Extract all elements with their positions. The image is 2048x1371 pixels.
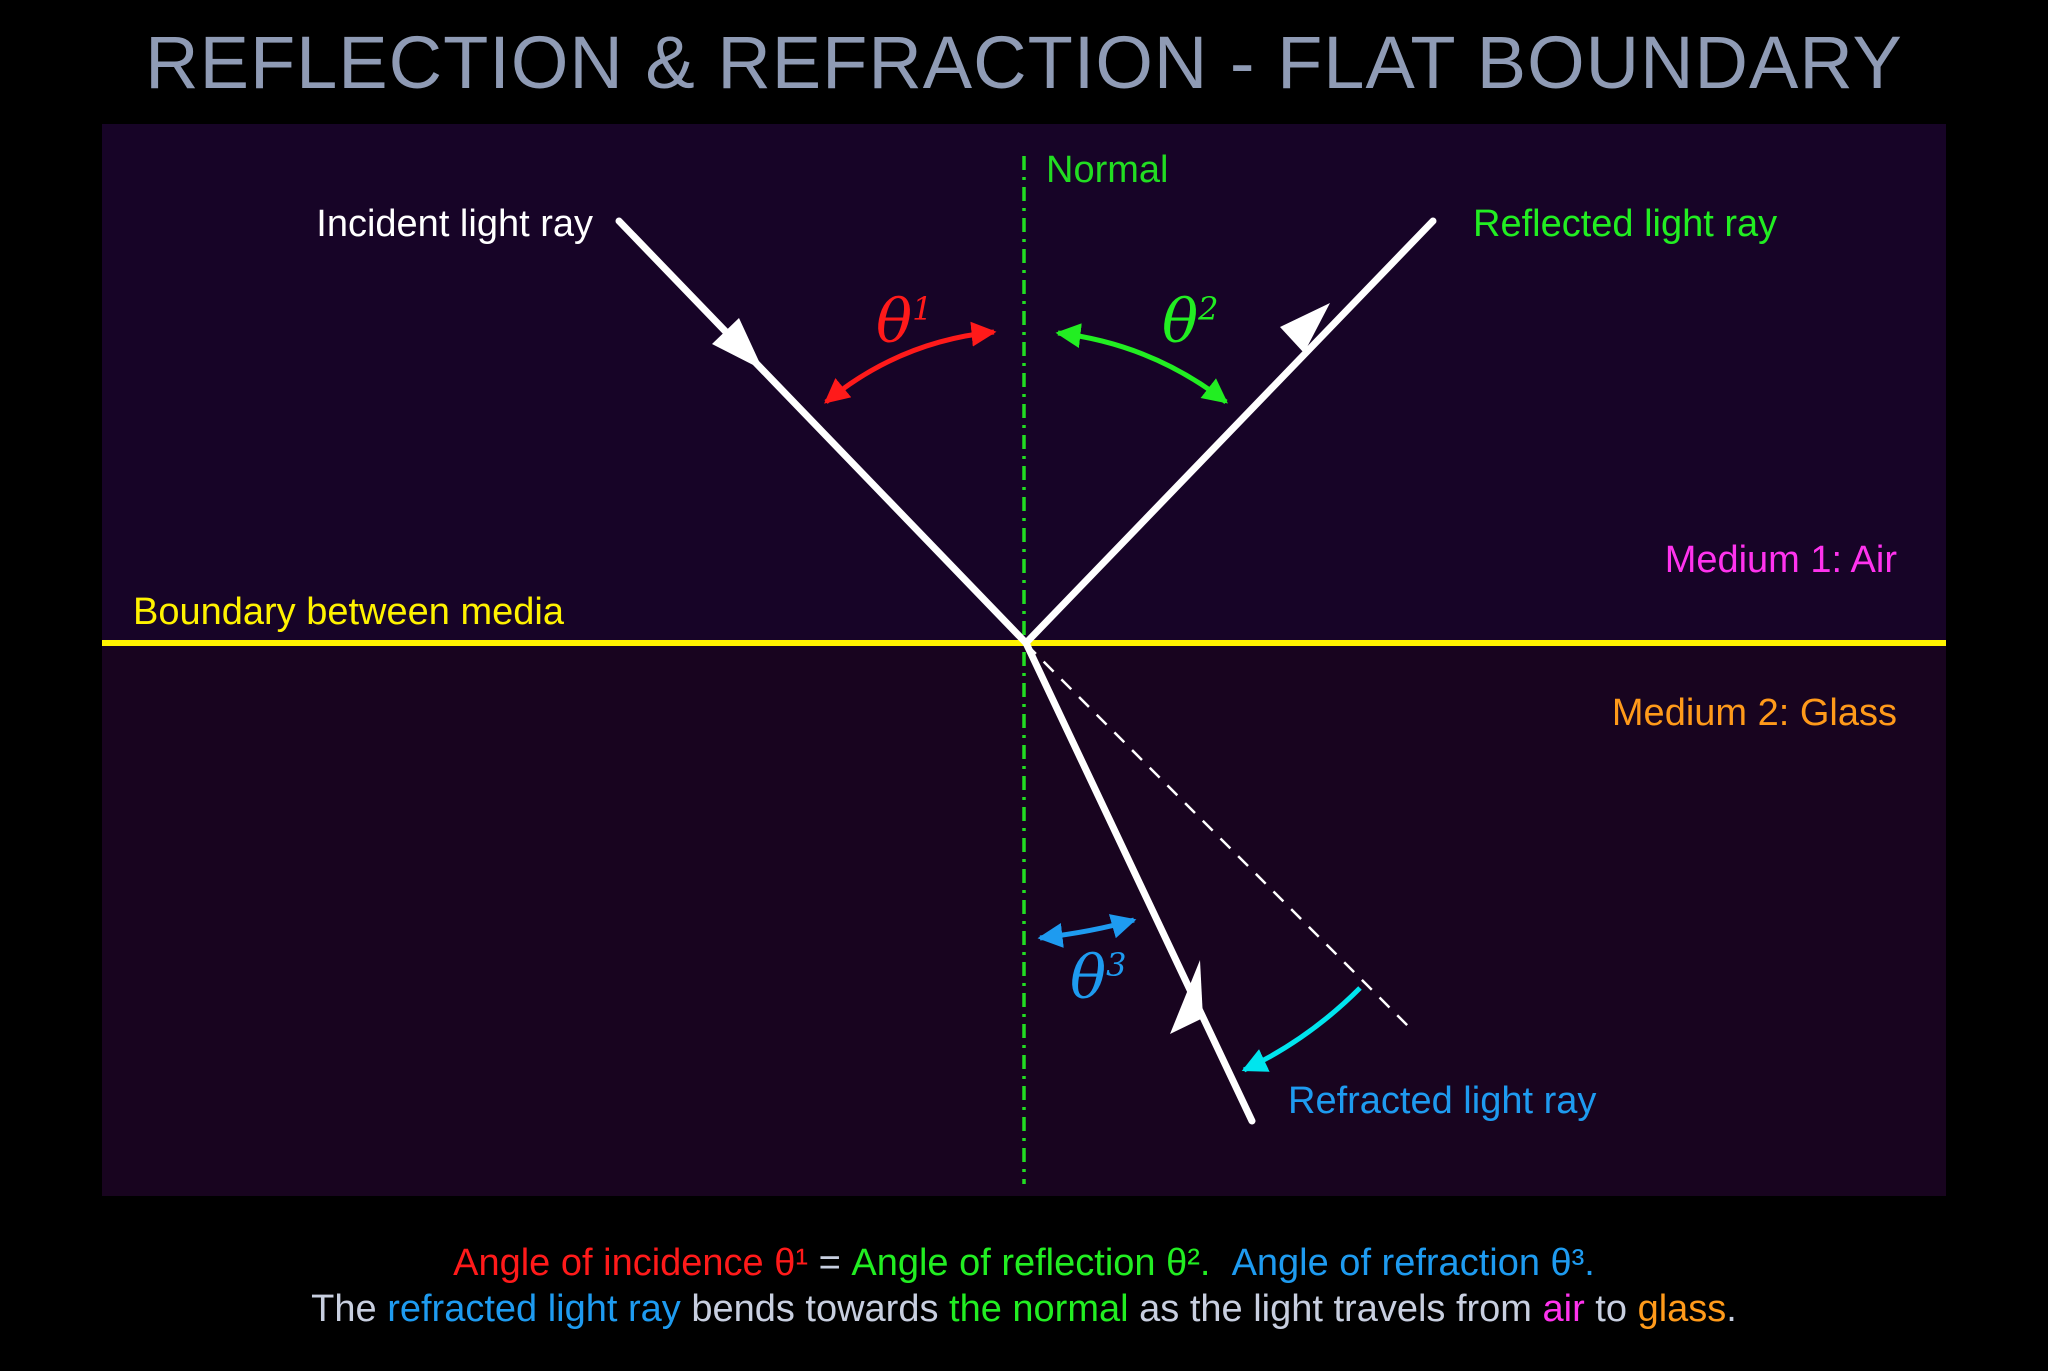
- caption-line-2: The refracted light ray bends towards th…: [0, 1286, 2048, 1332]
- refracted-ray-arrow: [1170, 960, 1203, 1034]
- theta1-arc: [824, 321, 997, 404]
- caption-refraction: Angle of refraction θ³.: [1231, 1242, 1595, 1284]
- caption-air: air: [1542, 1288, 1585, 1330]
- caption-equals: =: [808, 1242, 852, 1284]
- theta1-label: θ1: [876, 287, 932, 357]
- caption-gap: [1210, 1242, 1231, 1284]
- incident-ray-arrow: [712, 318, 763, 370]
- caption-the-normal: the normal: [949, 1288, 1129, 1330]
- incident-ray-label: Incident light ray: [316, 203, 593, 245]
- incident-ray: [615, 217, 1030, 647]
- boundary-label: Boundary between media: [133, 591, 565, 633]
- theta2-label: θ2: [1162, 287, 1218, 357]
- normal-label: Normal: [1046, 149, 1168, 191]
- caption-travels: as the light travels from: [1128, 1288, 1543, 1330]
- theta3-arc: [1037, 914, 1137, 948]
- caption-glass: glass: [1637, 1288, 1727, 1330]
- deviation-arc: [1241, 986, 1362, 1073]
- caption-bends: bends towards: [680, 1288, 950, 1330]
- theta3-label: θ3: [1070, 943, 1126, 1013]
- caption-the: The: [311, 1288, 388, 1330]
- undeviated-path-line: [1025, 643, 1409, 1027]
- reflected-ray-arrow: [1280, 303, 1330, 353]
- caption-incidence: Angle of incidence θ¹: [453, 1242, 809, 1284]
- caption-refracted-ray: refracted light ray: [387, 1288, 681, 1330]
- theta2-arc: [1055, 323, 1228, 404]
- page-title: REFLECTION & REFRACTION - FLAT BOUNDARY: [145, 21, 1903, 104]
- refracted-ray: [1022, 639, 1256, 1125]
- caption-line-1: Angle of incidence θ¹ = Angle of reflect…: [0, 1240, 2048, 1286]
- medium2-label: Medium 2: Glass: [1612, 692, 1897, 734]
- reflected-ray-label: Reflected light ray: [1473, 203, 1777, 245]
- caption-reflection: Angle of reflection θ².: [851, 1242, 1211, 1284]
- caption-to: to: [1584, 1288, 1638, 1330]
- medium1-label: Medium 1: Air: [1665, 539, 1898, 581]
- caption-period: .: [1726, 1288, 1737, 1330]
- reflected-ray: [1022, 217, 1437, 647]
- refracted-ray-label: Refracted light ray: [1288, 1080, 1596, 1122]
